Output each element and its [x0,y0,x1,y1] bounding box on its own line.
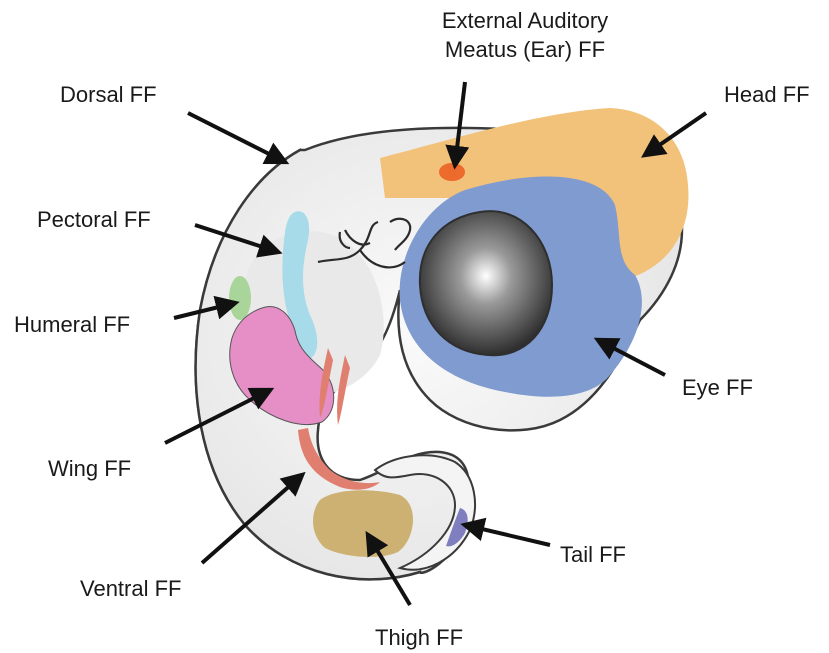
label-ear-line1: External Auditory [405,6,645,35]
humeral-field [229,276,251,320]
label-ear-line2: Meatus (Ear) FF [405,35,645,64]
label-wing: Wing FF [48,454,131,483]
eye-ball [420,211,552,355]
label-head: Head FF [724,80,810,109]
label-pectoral: Pectoral FF [37,205,151,234]
arrow-tail [465,525,550,545]
ear-field [439,163,465,181]
thigh-field [313,490,413,557]
label-tail: Tail FF [560,540,626,569]
label-dorsal: Dorsal FF [60,80,157,109]
label-ear: External Auditory Meatus (Ear) FF [405,6,645,64]
arrow-dorsal [188,113,285,162]
label-ventral: Ventral FF [80,574,181,603]
label-eye: Eye FF [682,373,753,402]
label-thigh: Thigh FF [375,623,463,652]
label-humeral: Humeral FF [14,310,130,339]
